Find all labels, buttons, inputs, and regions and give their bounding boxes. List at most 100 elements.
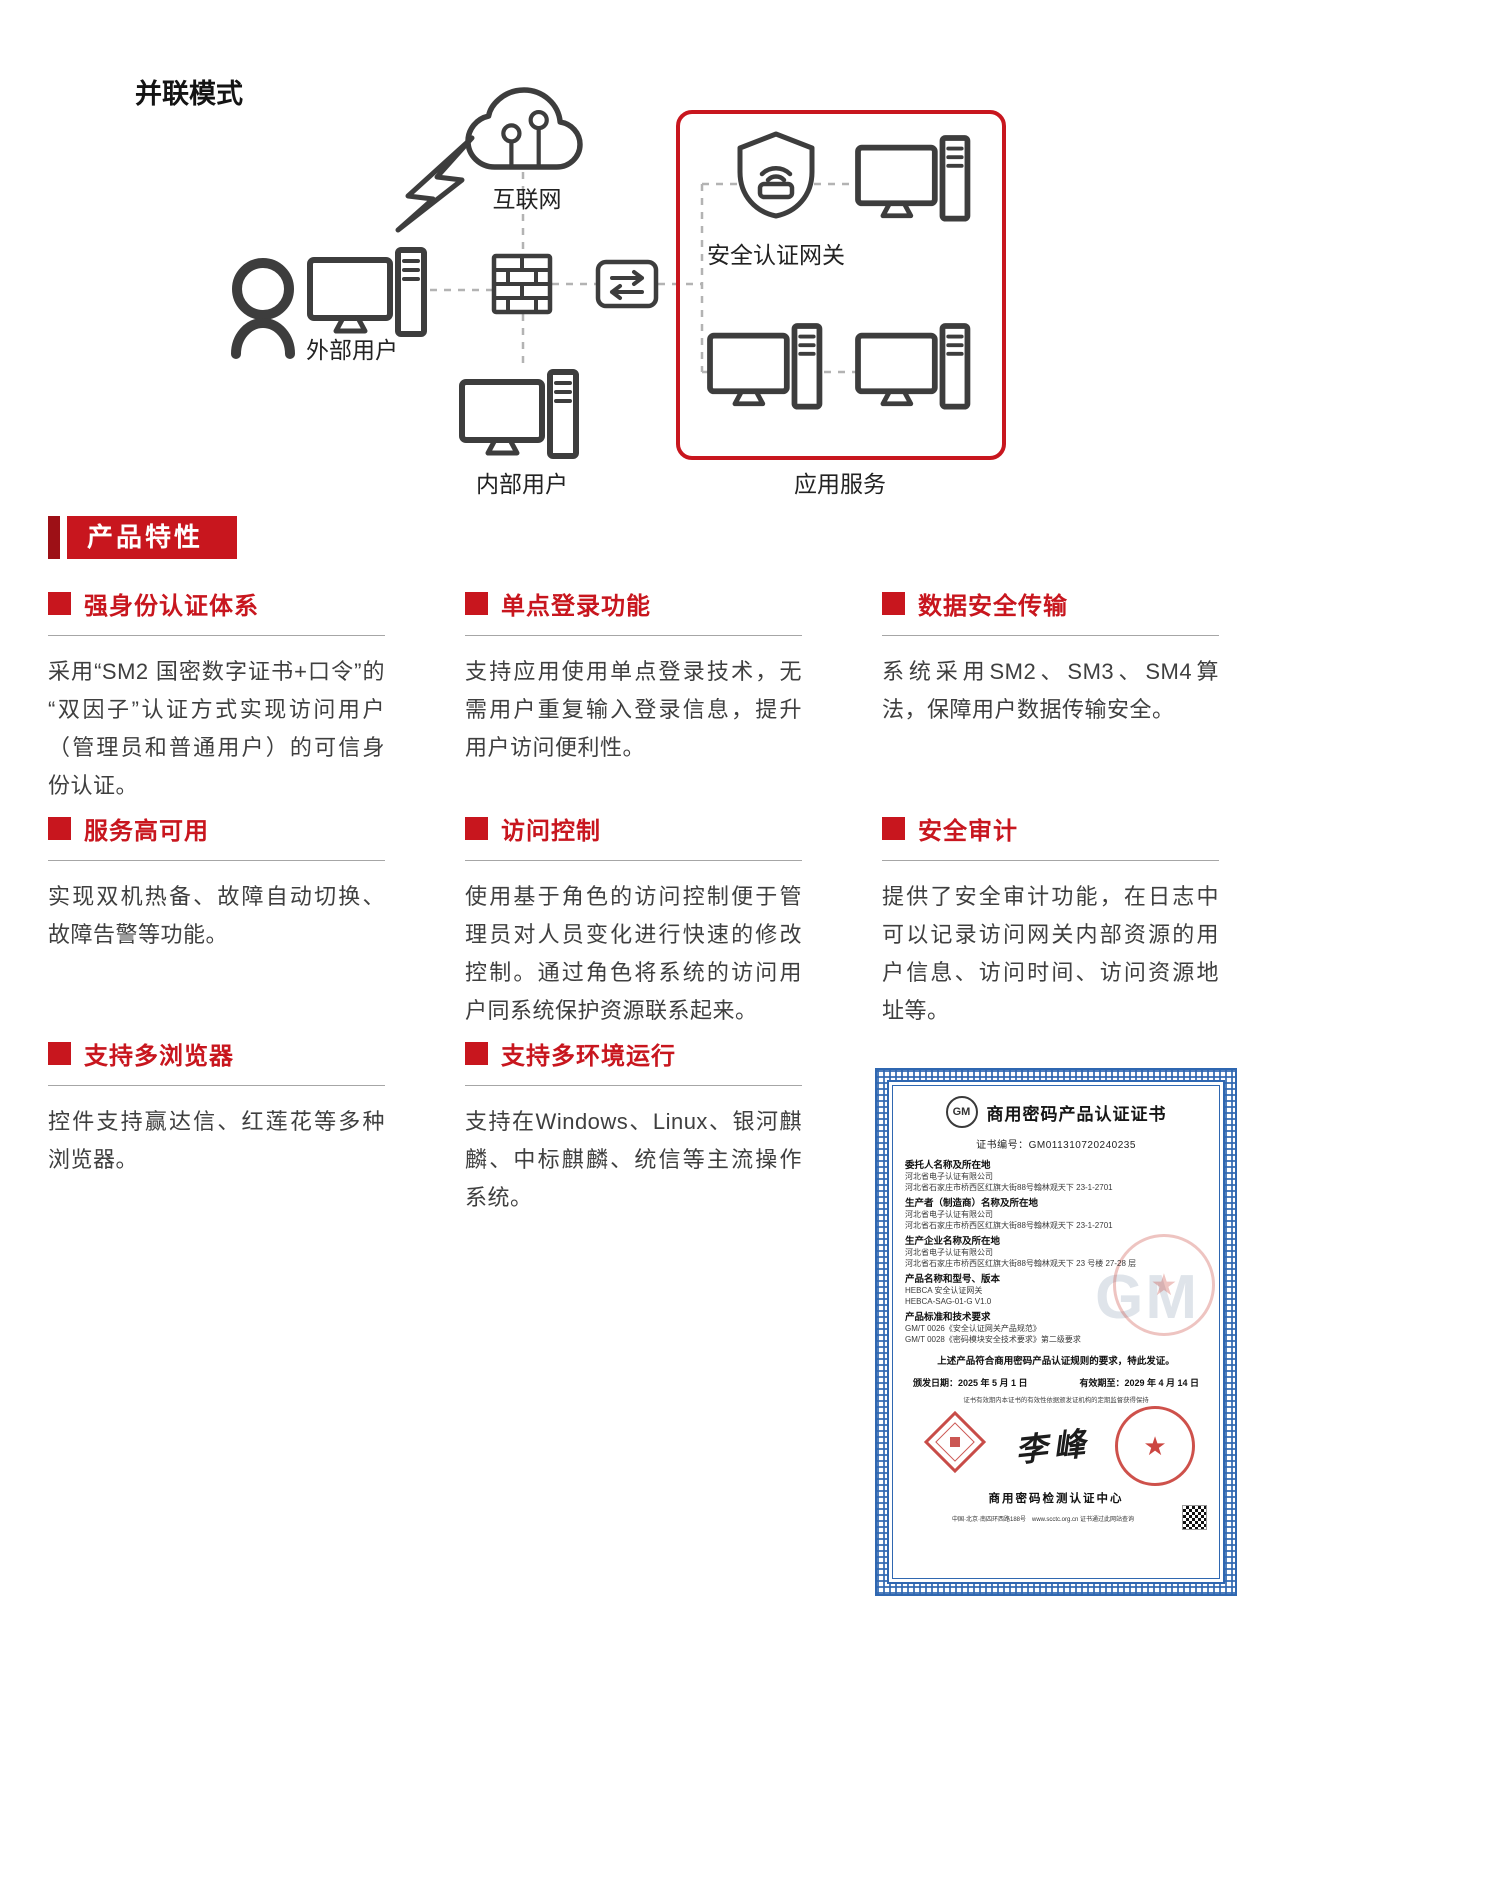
cert-note: 证书有效期内本证书的有效性依据颁发证机构的定期监督获得保持 [963, 1397, 1149, 1404]
cert-field-line: 河北省石家庄市桥西区红旗大街88号翰林观天下 23-1-2701 [905, 1182, 1113, 1192]
cert-field-line: HEBCA-SAG-01-G V1.0 [905, 1296, 992, 1306]
cert-field-product: 产品名称和型号、版本 HEBCA 安全认证网关 HEBCA-SAG-01-G V… [905, 1273, 1207, 1307]
cert-field-line: HEBCA 安全认证网关 [905, 1286, 983, 1295]
feature-heading: 数据安全传输 [918, 593, 1068, 620]
red-square-bullet [465, 592, 488, 615]
star-icon: ★ [1150, 1268, 1178, 1302]
red-square-bullet [48, 592, 71, 615]
cert-field-line: 河北省电子认证有限公司 [905, 1210, 993, 1219]
round-seal-icon: ★ [1115, 1406, 1195, 1486]
gm-logo-icon: GM [945, 1096, 978, 1128]
app-service-zone-box [676, 110, 1006, 460]
user-icon [231, 258, 295, 359]
feature-sso: 单点登录功能 支持应用使用单点登录技术，无需用户重复输入登录信息，提升用户访问便… [465, 586, 802, 811]
switch-icon [595, 259, 659, 309]
red-square-bullet [465, 817, 488, 840]
network-diagram: 并联模式 互联网 外部用户 内部用户 安全认证网关 应用服务 [135, 78, 1006, 497]
feature-heading: 服务高可用 [84, 818, 209, 845]
feature-title-row: 数据安全传输 [882, 586, 1219, 636]
feature-heading: 访问控制 [501, 818, 601, 845]
qr-code [1182, 1505, 1207, 1530]
lightning-icon [395, 135, 475, 233]
feature-body: 系统采用SM2、SM3、SM4算法，保障用户数据传输安全。 [882, 659, 1219, 722]
feature-heading: 支持多环境运行 [501, 1043, 676, 1070]
feature-multi-browser: 支持多浏览器 控件支持赢达信、红莲花等多种浏览器。 [48, 1036, 385, 1217]
feature-body: 控件支持赢达信、红莲花等多种浏览器。 [48, 1109, 385, 1172]
cert-field-label: 生产企业名称及所在地 [905, 1236, 1001, 1247]
diagram-title: 并联模式 [135, 78, 243, 109]
red-square-bullet [48, 1042, 71, 1065]
feature-body: 提供了安全审计功能，在日志中可以记录访问网关内部资源的用户信息、访问时间、访问资… [882, 884, 1219, 1023]
label-internal-user: 内部用户 [476, 471, 568, 497]
feature-title-row: 安全审计 [882, 811, 1219, 861]
cert-field-line: 河北省石家庄市桥西区红旗大街88号翰林观天下 23-1-2701 [905, 1220, 1113, 1230]
feature-multi-os: 支持多环境运行 支持在Windows、Linux、银河麒麟、中标麒麟、统信等主流… [465, 1036, 802, 1217]
feature-title-row: 强身份认证体系 [48, 586, 385, 636]
feature-access-control: 访问控制 使用基于角色的访问控制便于管理员对人员变化进行快速的修改控制。通过角色… [465, 811, 802, 1036]
header-accent-bar [48, 516, 60, 559]
cert-statement: 上述产品符合商用密码产品认证规则的要求，特此发证。 [937, 1356, 1175, 1367]
certificate: GM ★ GM 商用密码产品认证证书 证书编号：GM01131072024023… [875, 1068, 1237, 1596]
cert-field-manufacturer: 生产者（制造商）名称及所在地 河北省电子认证有限公司 河北省石家庄市桥西区红旗大… [905, 1197, 1207, 1231]
computer-icon-internal [462, 372, 576, 456]
feature-title-row: 服务高可用 [48, 811, 385, 861]
cloud-icon [465, 87, 583, 170]
red-square-bullet [465, 1042, 488, 1065]
feature-body: 使用基于角色的访问控制便于管理员对人员变化进行快速的修改控制。通过角色将系统的访… [465, 884, 802, 1023]
firewall-icon [491, 253, 553, 315]
cert-field-label: 生产者（制造商）名称及所在地 [905, 1198, 1039, 1209]
cert-field-standards: 产品标准和技术要求 GM/T 0026《安全认证网关产品规范》 GM/T 002… [905, 1311, 1207, 1345]
cert-seal-row: 李峰 ★ [905, 1404, 1207, 1490]
cert-field-label: 委托人名称及所在地 [905, 1160, 991, 1171]
computer-icon-app3 [858, 326, 967, 407]
cert-footer: 中国·北京·南四环西路188号 www.scctc.org.cn 证书通过此网站… [905, 1505, 1207, 1530]
cert-issue-date: 颁发日期：2025 年 5 月 1 日 [913, 1378, 1028, 1388]
section-title: 产品特性 [67, 516, 238, 559]
cert-field-producer: 生产企业名称及所在地 河北省电子认证有限公司 河北省石家庄市桥西区红旗大街88号… [905, 1235, 1207, 1269]
computer-icon-app1 [858, 138, 967, 219]
feature-body: 支持在Windows、Linux、银河麒麟、中标麒麟、统信等主流操作系统。 [465, 1109, 802, 1210]
certificate-number: 证书编号：GM011310720240235 [976, 1140, 1136, 1151]
cert-field-line: 河北省电子认证有限公司 [905, 1172, 993, 1181]
feature-heading: 安全审计 [918, 818, 1018, 845]
signature: 李峰 [1013, 1424, 1094, 1470]
feature-body: 实现双机热备、故障自动切换、故障告警等功能。 [48, 884, 385, 947]
shield-gateway-icon [737, 131, 815, 219]
diamond-seal-icon [923, 1410, 987, 1474]
computer-icon-app2 [710, 326, 819, 407]
feature-heading: 强身份认证体系 [84, 593, 259, 620]
cert-field-line: 河北省电子认证有限公司 [905, 1248, 993, 1257]
gm-logo-text: GM [952, 1106, 971, 1118]
cert-dates: 颁发日期：2025 年 5 月 1 日 有效期至：2029 年 4 月 14 日 [905, 1376, 1207, 1389]
feature-title-row: 访问控制 [465, 811, 802, 861]
label-app-service: 应用服务 [794, 471, 886, 497]
feature-body: 采用“SM2 国密数字证书+口令”的“双因子”认证方式实现访问用户（管理员和普通… [48, 659, 385, 798]
label-external-user: 外部用户 [306, 337, 398, 363]
label-gateway: 安全认证网关 [707, 242, 845, 268]
computer-icon-external [310, 250, 424, 334]
feature-data-transfer: 数据安全传输 系统采用SM2、SM3、SM4算法，保障用户数据传输安全。 [882, 586, 1219, 811]
faint-seal-icon: ★ [1113, 1234, 1215, 1336]
cert-field-line: GM/T 0028《密码模块安全技术要求》第二级要求 [905, 1334, 1081, 1344]
feature-title-row: 支持多环境运行 [465, 1036, 802, 1086]
cert-valid-until: 有效期至：2029 年 4 月 14 日 [1079, 1378, 1199, 1388]
red-square-bullet [882, 817, 905, 840]
certificate-inner: GM ★ GM 商用密码产品认证证书 证书编号：GM01131072024023… [887, 1080, 1225, 1584]
red-square-bullet [48, 817, 71, 840]
feature-heading: 单点登录功能 [501, 593, 651, 620]
cert-issuing-org: 商用密码检测认证中心 [988, 1493, 1124, 1505]
features-grid: 强身份认证体系 采用“SM2 国密数字证书+口令”的“双因子”认证方式实现访问用… [48, 586, 1219, 1217]
star-icon: ★ [1143, 1430, 1167, 1461]
certificate-fields: 委托人名称及所在地 河北省电子认证有限公司 河北省石家庄市桥西区红旗大街88号翰… [905, 1159, 1207, 1345]
feature-security-audit: 安全审计 提供了安全审计功能，在日志中可以记录访问网关内部资源的用户信息、访问时… [882, 811, 1219, 1036]
red-square-bullet [882, 592, 905, 615]
cert-footer-text: 中国·北京·南四环西路188号 www.scctc.org.cn 证书通过此网站… [951, 1517, 1135, 1523]
cert-field-label: 产品标准和技术要求 [905, 1312, 991, 1323]
cert-field-line: 河北省石家庄市桥西区红旗大街88号翰林观天下 23 号楼 27-28 层 [905, 1258, 1137, 1268]
certificate-title: 商用密码产品认证证书 [986, 1104, 1167, 1124]
feature-body: 支持应用使用单点登录技术，无需用户重复输入登录信息，提升用户访问便利性。 [465, 659, 802, 760]
feature-heading: 支持多浏览器 [84, 1043, 234, 1070]
feature-strong-auth: 强身份认证体系 采用“SM2 国密数字证书+口令”的“双因子”认证方式实现访问用… [48, 586, 385, 811]
cert-field-line: GM/T 0026《安全认证网关产品规范》 [905, 1324, 1041, 1333]
